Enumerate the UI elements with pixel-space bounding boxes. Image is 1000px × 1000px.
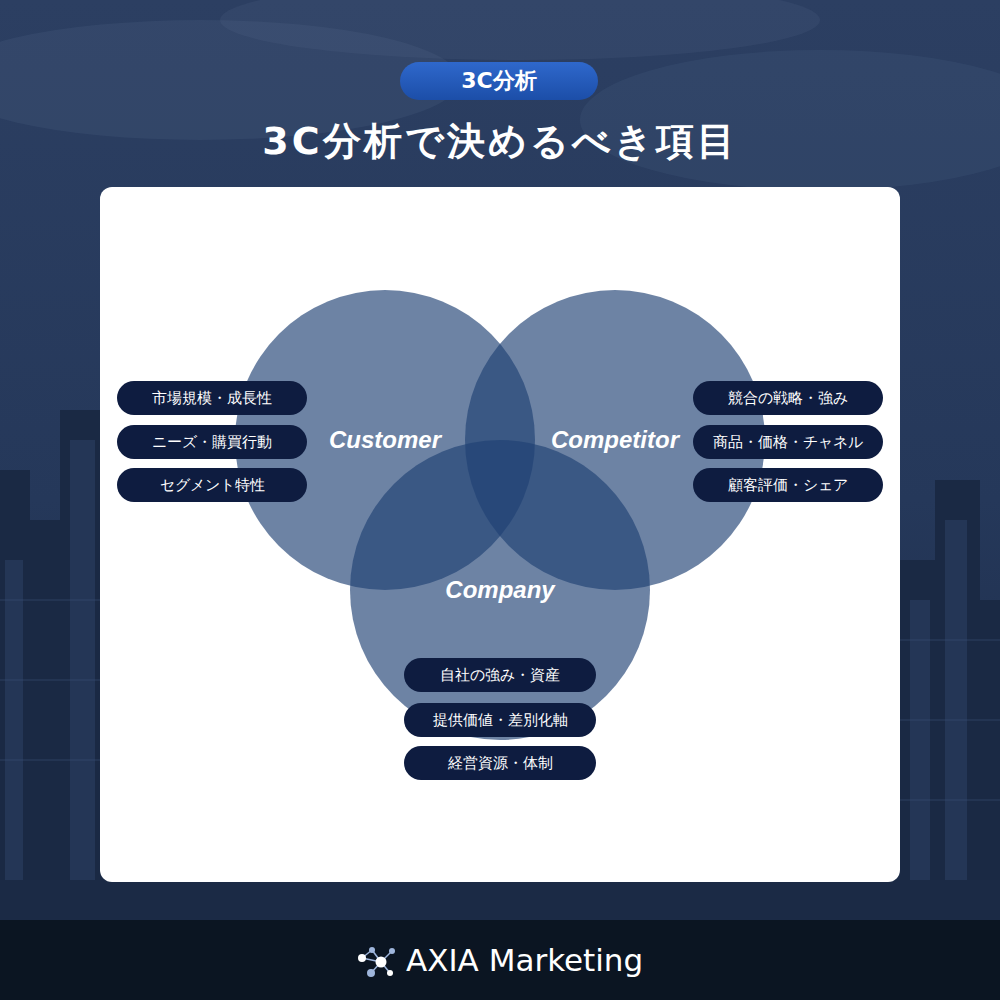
item-text: 顧客評価・シェア [728,475,848,495]
item-pill: 自社の強み・資産 [404,658,596,692]
item-text: セグメント特性 [160,475,265,495]
item-text: 3C分析 [461,67,536,95]
item-text: 市場規模・成長性 [152,388,272,408]
title-text: 3C分析で決めるべき項目 [0,116,1000,166]
item-pill: 提供価値・差別化軸 [404,703,596,737]
item-text: 商品・価格・チャネル [713,432,863,452]
brand-name: AXIA Marketing [406,940,643,980]
venn-circle: Company [350,440,650,740]
item-pill: 競合の戦略・強み [693,381,883,415]
circle-label: Competitor [551,425,679,455]
footer-band: AXIA Marketing [0,920,1000,1000]
item-pill: セグメント特性 [117,468,307,502]
category-badge: 3C分析 [400,62,598,100]
item-text: 自社の強み・資産 [440,665,560,685]
item-text: ニーズ・購買行動 [152,432,272,452]
item-pill: 商品・価格・チャネル [693,425,883,459]
item-text: 競合の戦略・強み [728,388,848,408]
item-pill: 市場規模・成長性 [117,381,307,415]
item-text: 経営資源・体制 [448,753,553,773]
circle-label: Customer [329,425,441,455]
item-pill: ニーズ・購買行動 [117,425,307,459]
circle-label: Company [445,575,554,605]
item-pill: 経営資源・体制 [404,746,596,780]
item-pill: 顧客評価・シェア [693,468,883,502]
item-text: 提供価値・差別化軸 [433,710,568,730]
